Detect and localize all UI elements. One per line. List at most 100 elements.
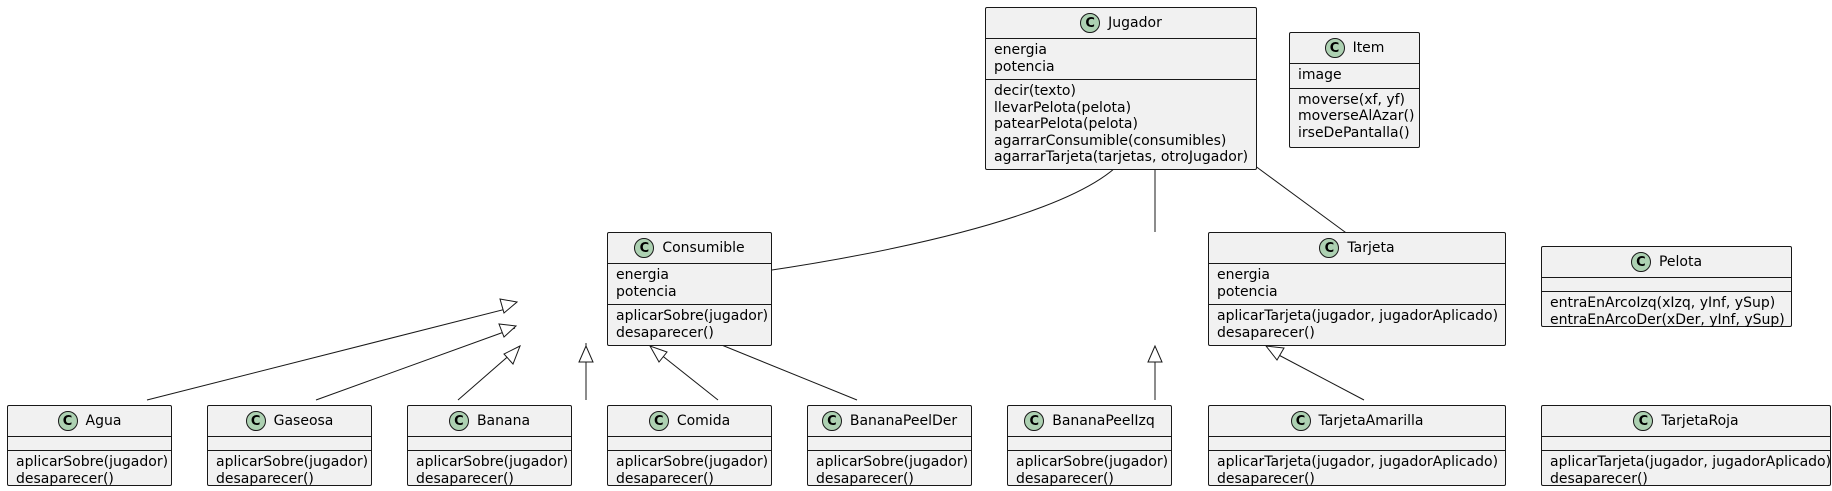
- method: aplicarTarjeta(jugador, jugadorAplicado): [1217, 308, 1499, 324]
- class-methods: aplicarTarjeta(jugador, jugadorAplicado)…: [1542, 450, 1831, 491]
- field: energia: [994, 42, 1047, 58]
- class-name: Comida: [676, 413, 731, 429]
- class-methods: aplicarTarjeta(jugador, jugadorAplicado)…: [1209, 450, 1505, 491]
- class-stereotype-icon: C: [1290, 411, 1311, 431]
- class-name: Consumible: [662, 240, 745, 256]
- class-header: C TarjetaRoja: [1542, 406, 1830, 436]
- class-header: C Consumible: [608, 233, 771, 263]
- class-tarjetaroja[interactable]: C TarjetaRoja aplicarTarjeta(jugador, ju…: [1541, 405, 1831, 487]
- class-fields: energia potencia: [1209, 263, 1505, 304]
- class-item[interactable]: C Item image moverse(xf, yf) moverseAlAz…: [1289, 32, 1420, 148]
- edge-consumible-agua: [146, 307, 511, 401]
- class-name: Agua: [85, 413, 122, 429]
- method: aplicarSobre(jugador): [216, 454, 369, 470]
- class-fields: [408, 436, 571, 450]
- edge-tarjeta-tarjetaroja: [1272, 351, 1365, 401]
- class-header: C TarjetaAmarilla: [1209, 406, 1505, 436]
- class-consumible[interactable]: C Consumible energia potencia aplicarSob…: [607, 232, 772, 346]
- class-methods: decir(texto) llevarPelota(pelota) patear…: [986, 79, 1256, 170]
- class-header: C Banana: [408, 406, 571, 436]
- class-stereotype-icon: C: [1024, 411, 1045, 431]
- class-stereotype-icon: C: [1319, 238, 1340, 258]
- inheritance-arrowhead-consumible-banana: [503, 344, 521, 365]
- class-comida[interactable]: C Comida aplicarSobre(jugador) desaparec…: [607, 405, 772, 487]
- class-fields: [1209, 436, 1505, 450]
- class-tarjeta[interactable]: C Tarjeta energia potencia aplicarTarjet…: [1208, 232, 1506, 346]
- class-fields: [1008, 436, 1171, 450]
- class-header: C Jugador: [986, 8, 1256, 38]
- class-name: Tarjeta: [1347, 240, 1395, 256]
- class-pelota[interactable]: C Pelota entraEnArcoIzq(xIzq, yInf, ySup…: [1541, 246, 1792, 328]
- class-banana[interactable]: C Banana aplicarSobre(jugador) desaparec…: [407, 405, 572, 487]
- method: desaparecer(): [816, 470, 914, 487]
- method: moverse(xf, yf): [1298, 91, 1406, 108]
- method: aplicarSobre(jugador): [616, 454, 769, 470]
- class-fields: [208, 436, 371, 450]
- method: patearPelota(pelota): [994, 116, 1138, 132]
- class-gaseosa[interactable]: C Gaseosa aplicarSobre(jugador) desapare…: [207, 405, 372, 487]
- field: potencia: [1217, 283, 1278, 300]
- class-jugador[interactable]: C Jugador energia potencia decir(texto) …: [985, 7, 1257, 170]
- class-methods: entraEnArcoIzq(xIzq, yInf, ySup) entraEn…: [1542, 291, 1791, 332]
- class-bananapeelizq[interactable]: C BananaPeelIzq aplicarSobre(jugador) de…: [1007, 405, 1172, 487]
- class-methods: aplicarSobre(jugador) desaparecer(): [608, 450, 771, 491]
- method: aplicarSobre(jugador): [616, 308, 769, 324]
- class-agua[interactable]: C Agua aplicarSobre(jugador) desaparecer…: [7, 405, 172, 487]
- class-header: C Item: [1290, 33, 1419, 63]
- method: desaparecer(): [16, 470, 114, 487]
- class-name: BananaPeelDer: [849, 413, 958, 429]
- class-stereotype-icon: C: [1324, 38, 1345, 58]
- method: llevarPelota(pelota): [994, 99, 1132, 116]
- field: potencia: [616, 283, 677, 300]
- method: irseDePantalla(): [1298, 124, 1410, 141]
- class-fields: [808, 436, 971, 450]
- class-methods: aplicarSobre(jugador) desaparecer(): [408, 450, 571, 491]
- class-methods: aplicarTarjeta(jugador, jugadorAplicado)…: [1209, 304, 1505, 345]
- edge-consumible-gaseosa: [315, 327, 516, 401]
- method: desaparecer(): [1217, 324, 1315, 341]
- method: desaparecer(): [616, 470, 714, 487]
- class-fields: image: [1290, 63, 1419, 88]
- inheritance-arrowhead-consumible-agua: [499, 298, 519, 314]
- class-methods: aplicarSobre(jugador) desaparecer(): [208, 450, 371, 491]
- class-name: Gaseosa: [273, 413, 334, 429]
- class-fields: [8, 436, 171, 450]
- method: desaparecer(): [616, 324, 714, 341]
- class-stereotype-icon: C: [821, 411, 842, 431]
- class-name: Jugador: [1108, 15, 1162, 31]
- class-header: C Pelota: [1542, 247, 1791, 277]
- class-name: Banana: [476, 413, 531, 429]
- class-header: C Comida: [608, 406, 771, 436]
- method: desaparecer(): [1217, 470, 1315, 487]
- class-stereotype-icon: C: [1633, 411, 1654, 431]
- class-tarjetaamarilla[interactable]: C TarjetaAmarilla aplicarTarjeta(jugador…: [1208, 405, 1506, 487]
- class-name: TarjetaAmarilla: [1318, 413, 1424, 429]
- class-methods: aplicarSobre(jugador) desaparecer(): [808, 450, 971, 491]
- class-header: C BananaPeelIzq: [1008, 406, 1171, 436]
- method: desaparecer(): [1550, 470, 1648, 487]
- class-methods: aplicarSobre(jugador) desaparecer(): [608, 304, 771, 345]
- method: agarrarTarjeta(tarjetas, otroJugador): [994, 149, 1249, 165]
- field: energia: [1217, 267, 1270, 283]
- inheritance-arrowhead-consumible-gaseosa: [498, 323, 518, 338]
- class-fields: energia potencia: [608, 263, 771, 304]
- class-fields: [1542, 277, 1791, 291]
- class-bananapeelder[interactable]: C BananaPeelDer aplicarSobre(jugador) de…: [807, 405, 972, 487]
- field: energia: [616, 267, 669, 283]
- method: desaparecer(): [1016, 470, 1114, 487]
- class-fields: [1542, 436, 1830, 450]
- class-name: Pelota: [1658, 254, 1703, 270]
- method: agarrarConsumible(consumibles): [994, 132, 1227, 149]
- class-stereotype-icon: C: [634, 238, 655, 258]
- class-header: C Gaseosa: [208, 406, 371, 436]
- method: aplicarSobre(jugador): [416, 454, 569, 470]
- inheritance-arrowhead-consumible-bananapeelder: [648, 345, 668, 363]
- class-stereotype-icon: C: [1630, 252, 1651, 272]
- class-methods: moverse(xf, yf) moverseAlAzar() irseDePa…: [1290, 87, 1419, 146]
- class-stereotype-icon: C: [1080, 13, 1101, 33]
- class-stereotype-icon: C: [245, 411, 266, 431]
- method: aplicarSobre(jugador): [16, 454, 169, 470]
- class-methods: aplicarSobre(jugador) desaparecer(): [1008, 450, 1171, 491]
- method: moverseAlAzar(): [1298, 108, 1415, 124]
- class-header: C Agua: [8, 406, 171, 436]
